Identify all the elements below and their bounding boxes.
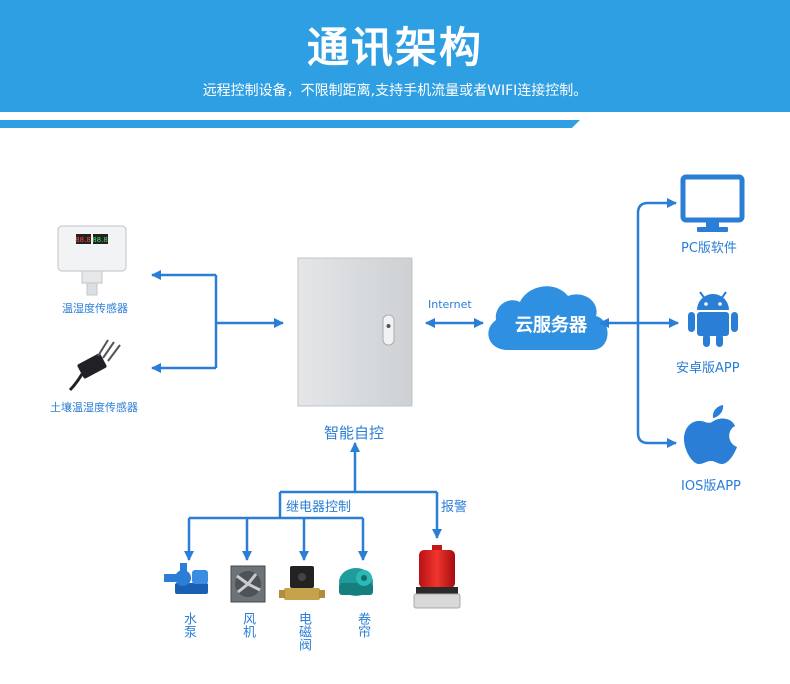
cloud-server-label: 云服务器 (515, 315, 587, 336)
pc-monitor-icon (680, 174, 745, 232)
alarm-light-icon (413, 545, 461, 609)
pc-software-label: PC版软件 (681, 241, 737, 256)
ios-app-label: IOS版APP (681, 479, 741, 494)
relay-control-label: 继电器控制 (286, 500, 352, 515)
fan-label: 风机 (240, 612, 255, 638)
temp-humidity-sensor-icon: 88.8 88.8 (57, 225, 127, 296)
internet-label: Internet (428, 298, 472, 311)
alarm-label: 报警 (441, 500, 468, 515)
soil-sensor-label: 土壤温湿度传感器 (50, 401, 138, 414)
curtain-motor-icon (339, 568, 373, 596)
soil-sensor-icon (68, 339, 121, 392)
client-bus-connector (599, 198, 679, 448)
temp-humidity-sensor-label: 温湿度传感器 (62, 302, 128, 315)
header-accent-strip (0, 120, 580, 128)
svg-text:88.8: 88.8 (92, 236, 108, 244)
valve-label: 电磁阀 (296, 612, 311, 651)
page-subtitle: 远程控制设备，不限制距离,支持手机流量或者WIFI连接控制。 (202, 83, 588, 99)
apple-icon (684, 405, 737, 464)
cloud-server-icon (488, 286, 608, 350)
svg-text:88.8: 88.8 (75, 236, 91, 244)
android-app-label: 安卓版APP (676, 361, 740, 376)
sensor-connector (151, 270, 284, 373)
page-title: 通讯架构 (306, 23, 483, 72)
device-bus-connector (184, 490, 442, 561)
water-pump-icon (164, 563, 208, 594)
exhaust-fan-icon (230, 565, 266, 603)
header-banner: 通讯架构 远程控制设备，不限制距离,支持手机流量或者WIFI连接控制。 (0, 0, 790, 112)
pump-label: 水泵 (181, 612, 196, 638)
control-cabinet-icon (297, 257, 413, 407)
android-icon (688, 291, 738, 347)
controller-label: 智能自控 (324, 424, 385, 442)
solenoid-valve-icon (279, 566, 325, 600)
curtain-label: 卷帘 (355, 612, 370, 638)
